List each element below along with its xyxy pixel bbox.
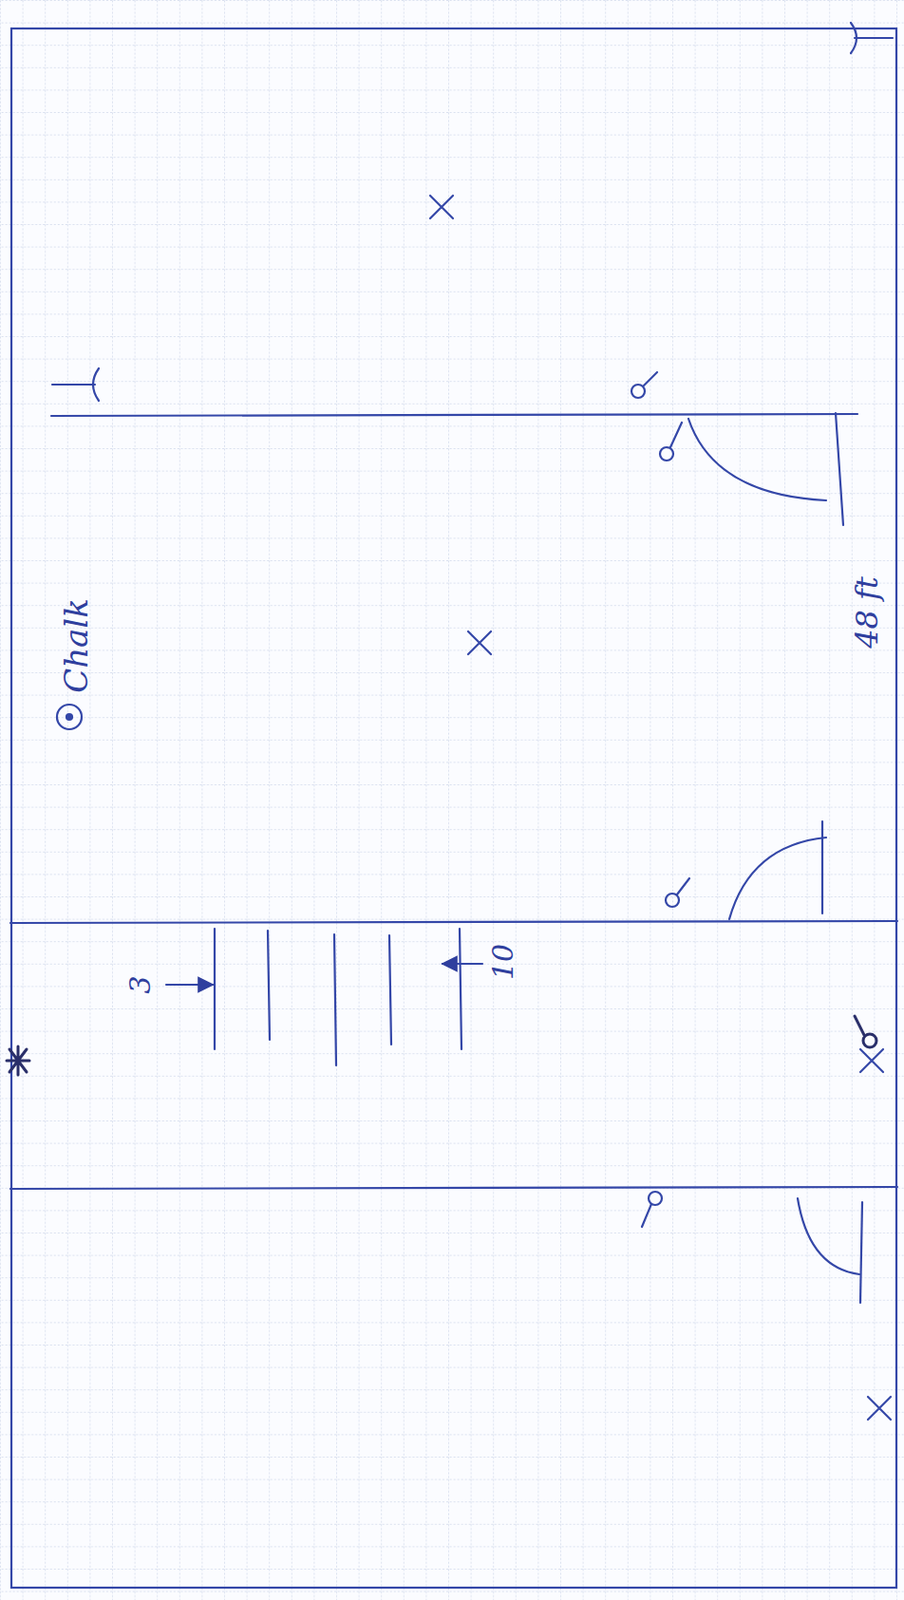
wall-line [51, 414, 858, 416]
dimension-arrow [166, 983, 213, 986]
note-label: Chalk [58, 595, 94, 697]
x-mark [6, 1046, 30, 1075]
dimension-arrow [442, 962, 483, 965]
room-outline [11, 28, 897, 1588]
dimension-label: 3 [125, 972, 156, 997]
wall-line [10, 921, 898, 923]
door-leaf [835, 413, 844, 526]
door-swing [797, 1198, 860, 1275]
door-swing [688, 418, 827, 501]
tick-line [214, 928, 462, 1066]
chalk-symbol [56, 704, 82, 730]
dimension-label: 10 [488, 941, 519, 983]
hinge-mark [854, 1016, 877, 1048]
door-leaf [821, 821, 824, 914]
x-mark [430, 195, 891, 1420]
door-swing [729, 837, 827, 920]
wall-line [10, 1186, 898, 1189]
fork-mark [52, 368, 99, 401]
door-leaf [860, 1202, 863, 1303]
fork-mark [850, 22, 893, 54]
dimension-label: 48 ft [850, 573, 884, 652]
chalk-symbol [66, 714, 73, 720]
hinge-mark [631, 372, 690, 1227]
